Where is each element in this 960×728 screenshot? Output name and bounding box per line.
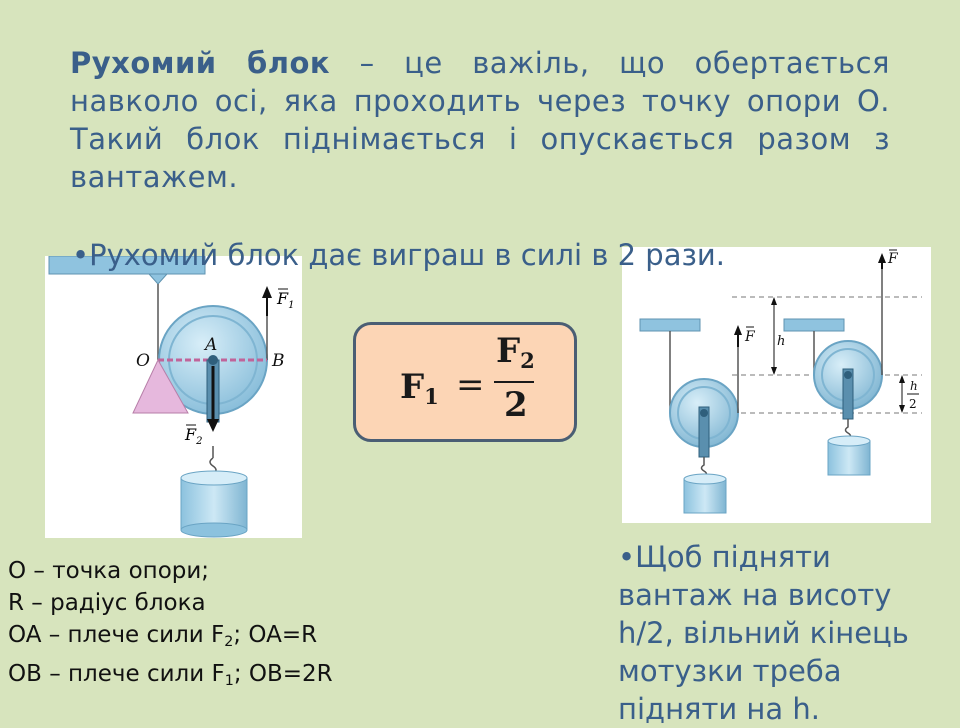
point-a-label: A xyxy=(203,335,217,355)
ceiling-beam xyxy=(48,255,206,275)
fraction-bar xyxy=(494,381,534,383)
lever-pulley-figure: F1 F2 O A B xyxy=(45,255,302,538)
point-o-label: O xyxy=(136,351,150,371)
force-gain-bullet: •Рухомий блок дає виграш в силі в 2 рази… xyxy=(72,238,725,272)
legend-notes: O – точка опори; R – радіус блока OA – п… xyxy=(8,555,333,697)
ceiling-beam-2 xyxy=(783,318,845,332)
half-h-denominator: 2 xyxy=(909,397,917,411)
weight-2 xyxy=(827,440,871,476)
weight-hook xyxy=(209,446,217,475)
pivot-triangle xyxy=(132,358,189,414)
height-bullet: •Щоб підняти вантаж на висоту h/2, вільн… xyxy=(618,540,909,726)
f1-arrowhead xyxy=(262,286,272,298)
ceiling-beam-1 xyxy=(639,318,701,332)
point-b-label: B xyxy=(271,351,285,371)
force-arrow-2 xyxy=(878,253,886,263)
legend-line-o: O – точка опори; xyxy=(8,558,210,584)
pulley-axle xyxy=(208,355,218,365)
h-label: h xyxy=(777,334,785,349)
force-arrow-1 xyxy=(734,325,742,335)
formula-lhs: F1 xyxy=(400,367,439,409)
definition-term: Рухомий блок xyxy=(70,46,331,80)
weight-top xyxy=(180,470,248,486)
formula-numerator: F2 xyxy=(496,331,535,373)
pulley-height-drawing: F F h h 2 xyxy=(639,249,922,514)
lever-pulley-drawing: F1 F2 O A B xyxy=(48,255,294,538)
half-h-numerator: h xyxy=(910,379,918,393)
legend-line-r: R – радіус блока xyxy=(8,590,206,616)
f2-arrowhead xyxy=(207,419,219,432)
weight-cylinder xyxy=(180,477,248,531)
rope-hook xyxy=(147,273,169,285)
legend-line-oa: OA – плече сили F2; OA=R xyxy=(8,622,318,650)
f2-label: F2 xyxy=(184,425,202,447)
definition-paragraph: Рухомий блок – це важіль, що обертається… xyxy=(70,44,890,196)
pulley-height-figure: F F h h 2 xyxy=(622,247,931,523)
f1-label: F1 xyxy=(276,289,294,311)
force-label-1: F xyxy=(744,329,756,345)
formula-equals: = xyxy=(456,365,485,405)
formula-box: F1 = F2 2 xyxy=(353,322,577,442)
weight-1 xyxy=(683,478,727,514)
formula-denominator: 2 xyxy=(504,385,528,425)
legend-line-ob: OB – плече сили F1; OB=2R xyxy=(8,660,333,689)
definition-text: – це важіль, що обертається навколо осі,… xyxy=(70,46,890,194)
force-label-2: F xyxy=(887,251,899,267)
